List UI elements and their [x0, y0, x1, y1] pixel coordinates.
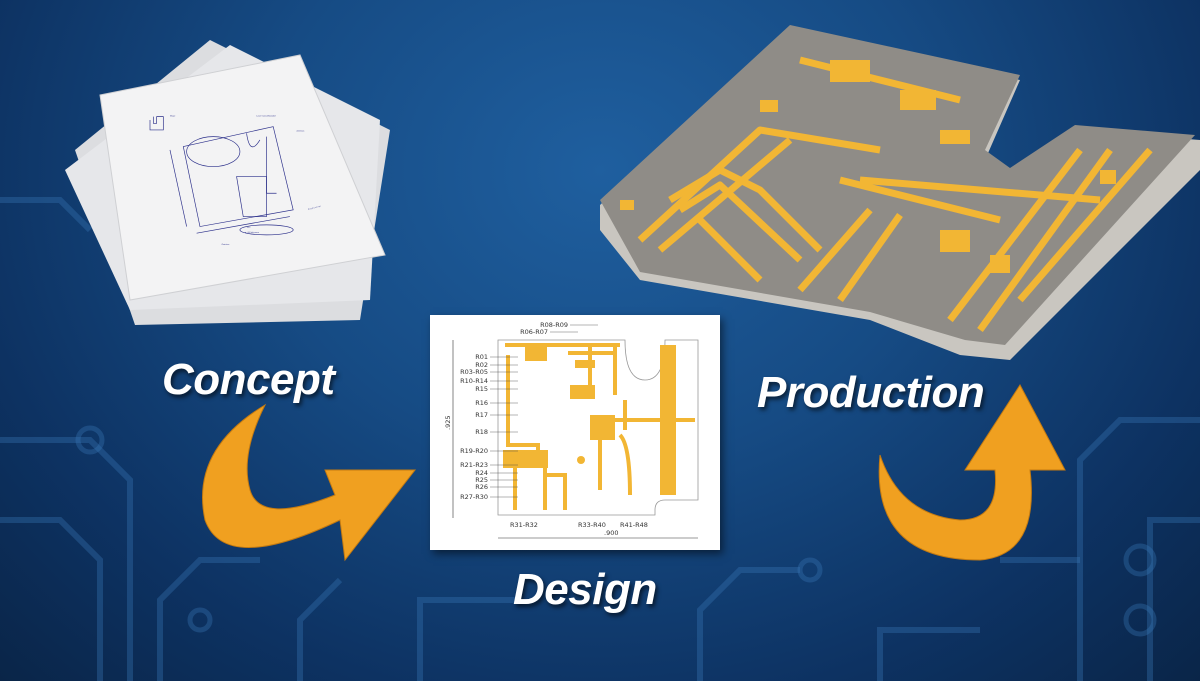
- component-label: R02: [475, 361, 488, 369]
- component-label: R41-R48: [620, 521, 648, 529]
- sketch-annotation: Antennas: [296, 130, 305, 133]
- component-label: R27-R30: [460, 493, 488, 501]
- component-label: R25: [475, 476, 488, 484]
- component-label: R03-R05: [460, 368, 488, 376]
- sketch-annotation: ± .002 tolerance: [245, 231, 259, 234]
- component-label: R10-R14: [460, 377, 488, 385]
- component-label: R16: [475, 399, 488, 407]
- sketch-annotation: Rough Concept: [307, 205, 322, 212]
- component-label: R08-R09: [540, 321, 568, 329]
- arrow-concept-to-design: [202, 403, 417, 562]
- stage-label-production: Production: [757, 368, 985, 417]
- component-label: R06-R07: [520, 328, 548, 336]
- component-label: R18: [475, 428, 488, 436]
- sketch-annotation: Shape: [170, 116, 175, 118]
- component-label: R15: [475, 385, 488, 393]
- concept-sketch: Shape Laser Cutout/Rounded Antennas Roug…: [65, 40, 390, 325]
- component-label: R24: [475, 469, 488, 477]
- component-label: R17: [475, 411, 488, 419]
- stage-label-concept: Concept: [162, 355, 335, 404]
- dimension-height: .925: [444, 416, 452, 430]
- component-label: R01: [475, 353, 488, 361]
- component-label: R26: [475, 483, 488, 491]
- component-label: R21-R23: [460, 461, 488, 469]
- sketch-annotation: Resistors: [221, 243, 230, 246]
- arrow-design-to-production: [878, 384, 1066, 561]
- stage-label-design: Design: [513, 565, 657, 614]
- component-label: R31-R32: [510, 521, 538, 529]
- component-label: R19-R20: [460, 447, 488, 455]
- sketch-annotation: .900: [247, 227, 251, 229]
- component-label: R33-R40: [578, 521, 606, 529]
- sketch-annotation: Laser Cutout/Rounded: [256, 115, 276, 118]
- dimension-width: .900: [604, 529, 618, 537]
